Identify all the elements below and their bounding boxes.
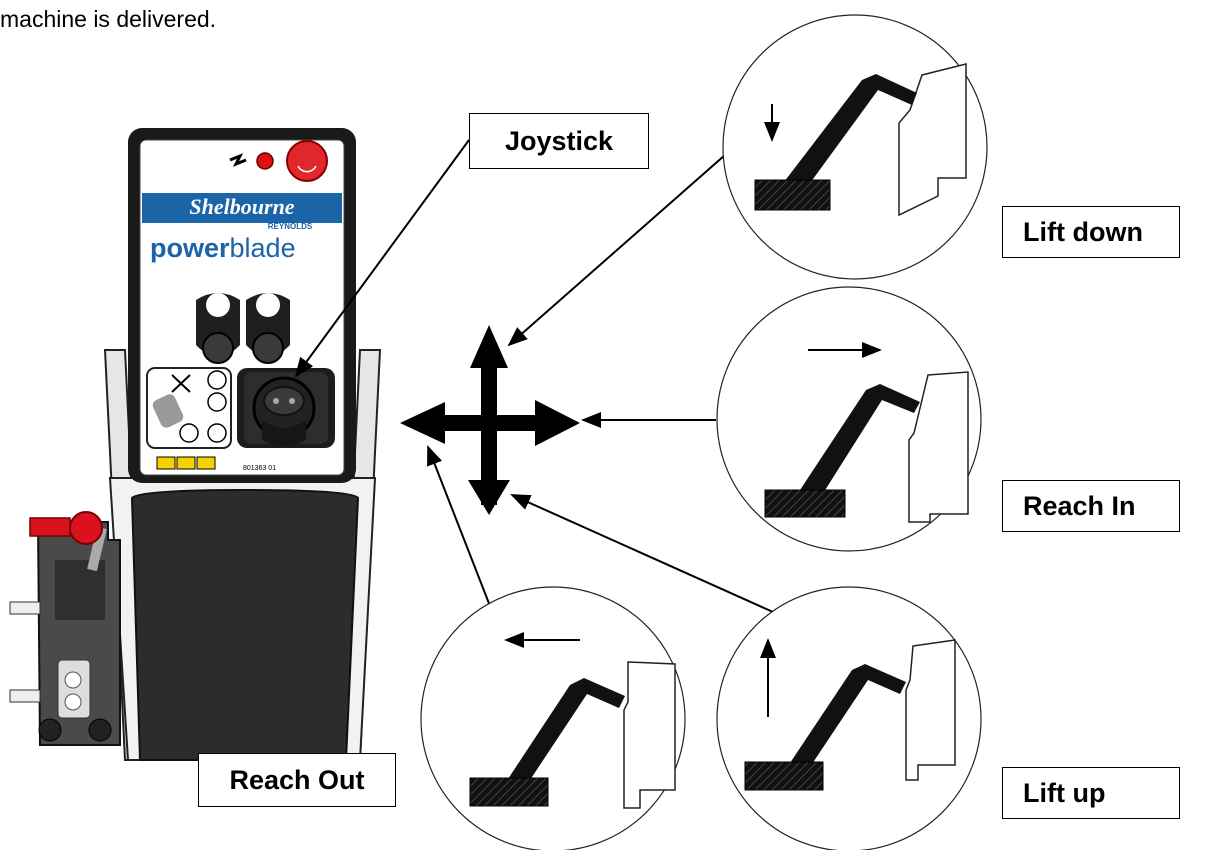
lift-down-leader [507, 154, 726, 347]
control-unit: Shelbourne REYNOLDS powerblade [103, 128, 382, 761]
reach-in-callout: Reach In [1002, 480, 1180, 532]
lift-up-callout: Lift up [1002, 767, 1180, 819]
lift-button-right [246, 293, 290, 364]
joystick-leader [294, 139, 470, 378]
lift-down-callout: Lift down [1002, 206, 1180, 258]
lift-up-leader [510, 494, 774, 613]
reach-out-leader [427, 445, 491, 607]
valve-block [9, 511, 121, 746]
foot-pad [130, 488, 360, 761]
lift-down-detail [722, 14, 988, 280]
lift-button-left [196, 293, 240, 364]
brand-name: Shelbourne [189, 194, 294, 219]
indicator-light-icon [256, 152, 274, 170]
lift-up-detail [716, 586, 982, 850]
product-name: powerblade [150, 233, 296, 263]
joystick-socket [237, 368, 335, 448]
emergency-stop-icon [286, 140, 328, 182]
direction-arrows-icon [400, 325, 580, 515]
leader-lines [294, 139, 774, 613]
reach-out-callout: Reach Out [198, 753, 396, 807]
brand-band [142, 193, 342, 223]
joystick-callout: Joystick [469, 113, 649, 169]
intro-text: machine is delivered. [0, 6, 217, 32]
red-lever-knob [69, 511, 103, 545]
part-number: 801363 01 [243, 465, 276, 472]
lever-base [29, 517, 71, 537]
reach-in-detail [716, 286, 982, 552]
reach-out-detail [420, 586, 686, 850]
lightning-icon [229, 153, 247, 167]
brand-subname: REYNOLDS [268, 222, 313, 231]
